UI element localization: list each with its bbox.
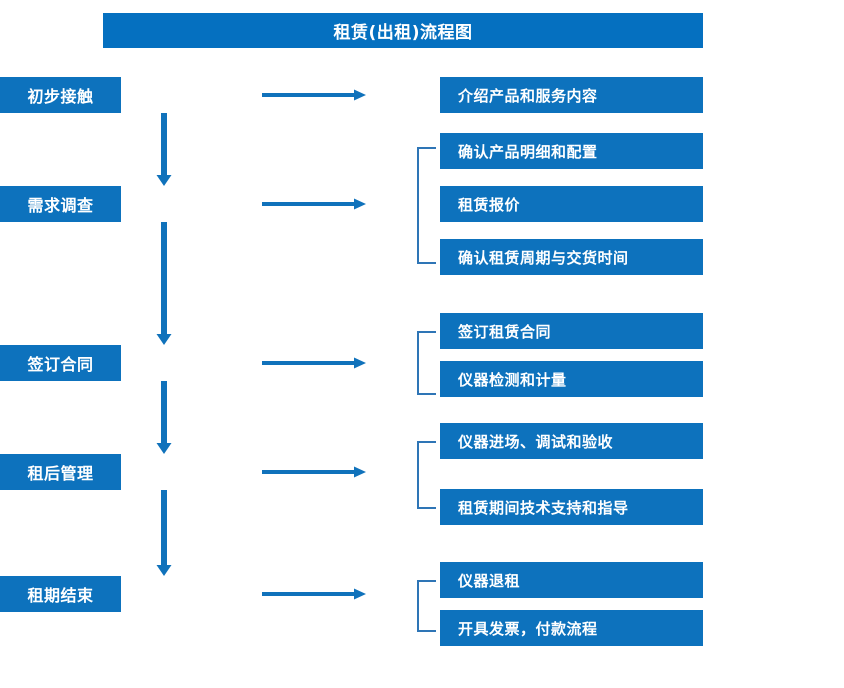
detail-box-2-1[interactable]: 确认产品明细和配置 (440, 133, 703, 169)
stage-box-2[interactable]: 需求调查 (0, 186, 121, 222)
group-bracket-2 (417, 147, 436, 264)
stage-box-1[interactable]: 初步接触 (0, 77, 121, 113)
detail-box-3-1[interactable]: 签订租赁合同 (440, 313, 703, 349)
connector-arrow-down-4 (156, 490, 172, 576)
detail-box-1-1[interactable]: 介绍产品和服务内容 (440, 77, 703, 113)
detail-box-5-2[interactable]: 开具发票，付款流程 (440, 610, 703, 646)
connector-arrow-right-3 (262, 357, 366, 369)
stage-box-3[interactable]: 签订合同 (0, 345, 121, 381)
group-bracket-3 (417, 331, 436, 395)
connector-arrow-right-1 (262, 89, 366, 101)
group-bracket-4 (417, 441, 436, 509)
detail-box-2-2[interactable]: 租赁报价 (440, 186, 703, 222)
diagram-title: 租赁(出租)流程图 (103, 13, 703, 48)
connector-arrow-down-1 (156, 113, 172, 186)
detail-box-4-1[interactable]: 仪器进场、调试和验收 (440, 423, 703, 459)
group-bracket-5 (417, 580, 436, 632)
connector-arrow-right-4 (262, 466, 366, 478)
detail-box-4-2[interactable]: 租赁期间技术支持和指导 (440, 489, 703, 525)
detail-box-2-3[interactable]: 确认租赁周期与交货时间 (440, 239, 703, 275)
detail-box-3-2[interactable]: 仪器检测和计量 (440, 361, 703, 397)
connector-arrow-right-2 (262, 198, 366, 210)
connector-arrow-right-5 (262, 588, 366, 600)
connector-arrow-down-2 (156, 222, 172, 345)
stage-box-4[interactable]: 租后管理 (0, 454, 121, 490)
stage-box-5[interactable]: 租期结束 (0, 576, 121, 612)
connector-arrow-down-3 (156, 381, 172, 454)
detail-box-5-1[interactable]: 仪器退租 (440, 562, 703, 598)
